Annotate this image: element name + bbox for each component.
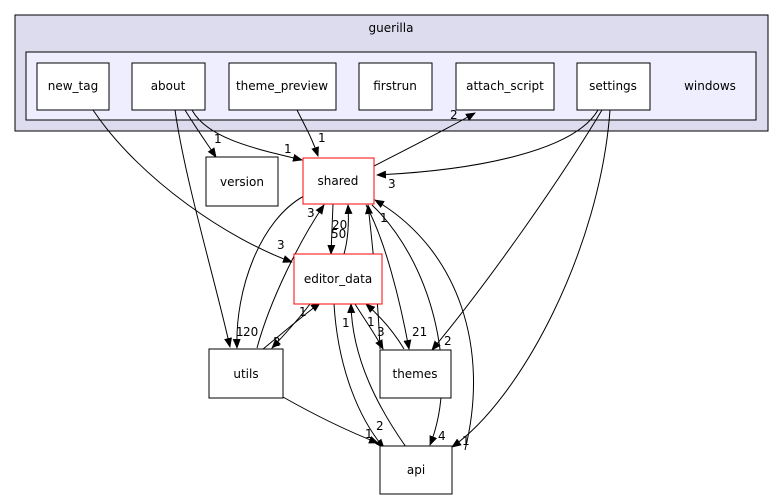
edge-label-about-version: 1 <box>214 132 222 146</box>
node-editor_data[interactable]: editor_data <box>293 253 383 305</box>
edge-label-shared-api: 4 <box>438 429 446 443</box>
node-utils-label: utils <box>233 367 258 381</box>
edges <box>92 109 611 451</box>
edge-editor_data-to-utils <box>271 303 311 349</box>
cluster-guerilla-label: guerilla <box>369 21 414 35</box>
edge-label-api-shared: 2 <box>444 334 452 348</box>
node-editor_data-label: editor_data <box>304 272 372 286</box>
node-firstrun[interactable]: firstrun <box>358 62 433 111</box>
edge-api-to-editor_data <box>347 303 407 448</box>
edge-api-to-shared <box>374 199 475 451</box>
node-api[interactable]: api <box>379 445 453 495</box>
edge-label-about-shared: 1 <box>284 142 292 156</box>
edge-utils-to-shared <box>256 204 325 349</box>
edge-label-themes-shared: 21 <box>412 325 427 339</box>
edge-settings-to-themes <box>431 109 603 351</box>
edge-editor_data-to-themes <box>354 303 384 350</box>
edge-label-shared-attach_script: 2 <box>450 108 458 122</box>
edge-label-api-editor_data: 1 <box>342 316 350 330</box>
edge-about-to-version <box>184 109 217 158</box>
node-settings[interactable]: settings <box>576 62 651 111</box>
node-settings-label: settings <box>589 79 637 93</box>
edge-labels: 3 1 1 1 1 2 3 1 50 20 20 3 1 21 4 2 1 2 … <box>214 108 470 448</box>
edge-about-to-utils <box>174 109 232 348</box>
node-new_tag-label: new_tag <box>48 79 98 93</box>
node-about-label: about <box>151 79 186 93</box>
node-about[interactable]: about <box>131 62 206 111</box>
edge-label-editor_data-shared: 20 <box>332 218 347 232</box>
node-themes-label: themes <box>392 367 437 381</box>
edge-settings-to-api <box>451 109 611 448</box>
node-theme_preview-label: theme_preview <box>236 79 328 93</box>
node-new_tag[interactable]: new_tag <box>36 62 110 111</box>
edge-label-editor_data-utils: 2 <box>273 335 281 349</box>
node-attach_script-label: attach_script <box>466 79 544 93</box>
edge-shared-to-themes <box>365 204 412 350</box>
edge-utils-to-editor_data <box>261 302 321 351</box>
edge-utils-to-api <box>282 396 379 444</box>
edge-label-new_tag-editor_data: 3 <box>277 238 285 252</box>
edge-shared-to-attach_script <box>373 112 476 167</box>
node-api-label: api <box>407 463 425 477</box>
edge-about-to-shared <box>191 109 303 162</box>
edge-label-about-utils: 1 <box>236 325 244 339</box>
node-version[interactable]: version <box>205 156 279 207</box>
node-version-label: version <box>220 175 264 189</box>
edge-label-settings-api: 1 <box>462 434 470 448</box>
edge-themes-to-editor_data <box>365 303 405 350</box>
edge-editor_data-to-shared <box>343 204 353 255</box>
edge-label-editor_data-themes: 3 <box>377 325 385 339</box>
edge-settings-to-shared <box>376 109 599 179</box>
edge-shared-to-api <box>371 204 443 446</box>
node-shared[interactable]: shared <box>302 157 375 205</box>
node-utils[interactable]: utils <box>208 348 284 399</box>
edge-label-utils-api: 1 <box>365 427 373 441</box>
edge-label-utils-shared: 3 <box>307 206 315 220</box>
edge-label-shared-editor_data: 50 <box>331 227 346 241</box>
edge-label-editor_data-api: 2 <box>376 419 384 433</box>
edge-shared-to-utils <box>232 195 305 349</box>
edge-label-shared-utils: 20 <box>243 325 258 339</box>
edge-theme_preview-to-shared <box>296 109 319 157</box>
edge-label-utils-editor_data: 1 <box>299 305 307 319</box>
edge-new_tag-to-editor_data <box>92 109 293 263</box>
node-theme_preview[interactable]: theme_preview <box>228 62 337 111</box>
node-shared-label: shared <box>318 174 359 188</box>
edge-shared-to-editor_data <box>327 203 336 255</box>
edge-label-shared-themes: 1 <box>380 211 388 225</box>
node-firstrun-label: firstrun <box>373 79 417 93</box>
node-attach_script[interactable]: attach_script <box>455 62 555 111</box>
cluster-windows-label: windows <box>684 79 736 93</box>
edge-label-theme_preview-shared: 1 <box>318 131 326 145</box>
edge-label-settings-shared: 3 <box>388 177 396 191</box>
edge-label-themes-editor_data: 1 <box>367 315 375 329</box>
node-themes[interactable]: themes <box>379 349 452 399</box>
